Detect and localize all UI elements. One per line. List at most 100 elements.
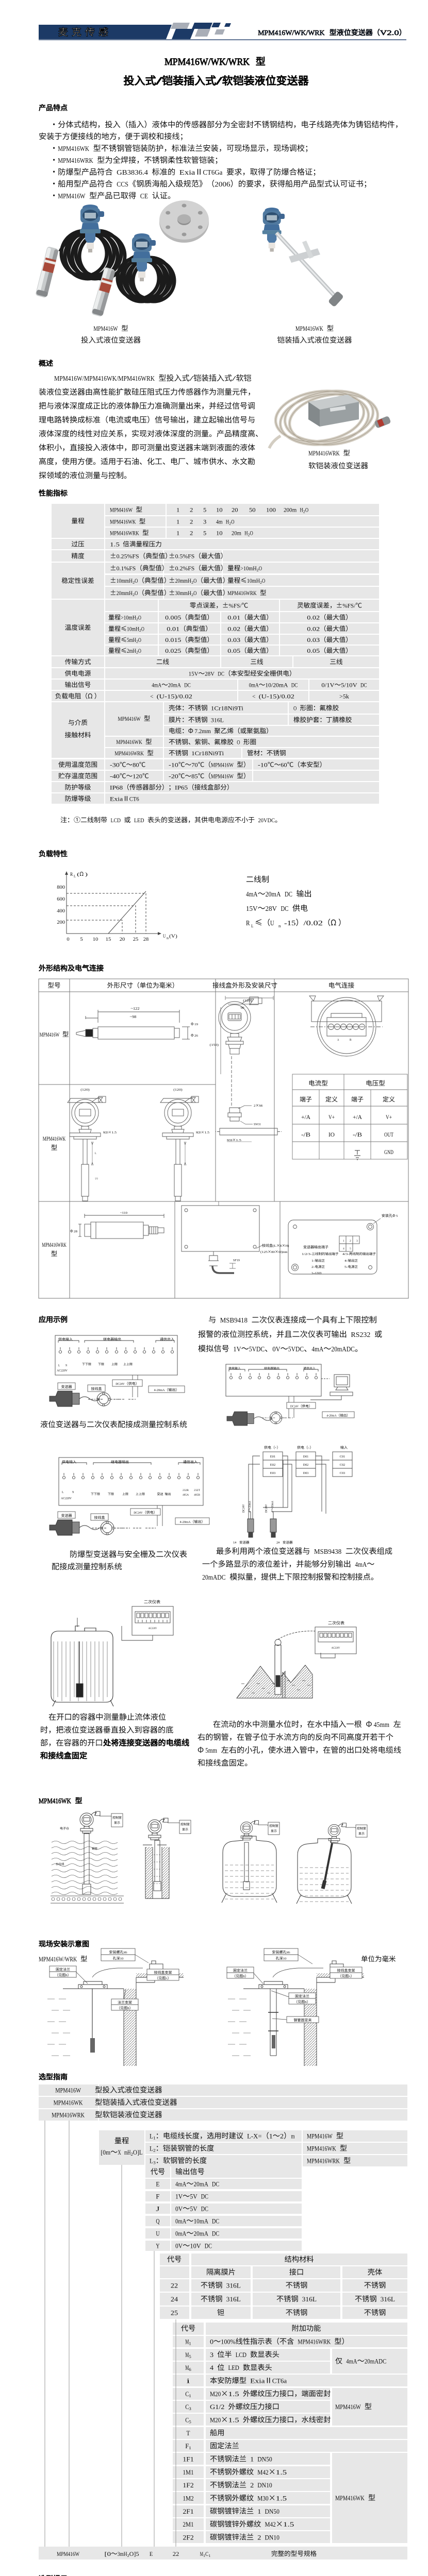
svg-text:%FS/: %FS/: [228, 603, 242, 609]
svg-text:-20: -20: [169, 773, 178, 780]
svg-text:15: 15: [106, 937, 111, 942]
svg-text:2: 2: [190, 530, 193, 537]
svg-text:1.5: 1.5: [283, 2520, 294, 2528]
svg-text:MPM416WRK: MPM416WRK: [298, 2338, 331, 2346]
svg-text:232R: 232R: [183, 1489, 189, 1492]
svg-text:M: M: [185, 2364, 189, 2371]
svg-text:0.5%FS: 0.5%FS: [175, 553, 195, 560]
svg-text:4mA: 4mA: [346, 2358, 357, 2365]
svg-text:1V: 1V: [175, 2193, 183, 2200]
svg-text:(: (: [77, 872, 79, 877]
svg-text:MPM416WK: MPM416WK: [295, 325, 323, 332]
svg-text:1/2/3-: 1/2/3-: [302, 1253, 312, 1256]
svg-text:4: 4: [249, 1511, 252, 1513]
svg-text:MPM416W/WK/WRK: MPM416W/WK/WRK: [164, 57, 250, 67]
svg-text:3: 3: [203, 519, 207, 526]
svg-text:4-20mA: 4-20mA: [154, 1388, 165, 1392]
svg-text:2F2: 2F2: [183, 2533, 193, 2541]
svg-text:2: 2: [303, 509, 305, 514]
svg-text:MPM416W: MPM416W: [55, 2087, 81, 2094]
svg-text:20: 20: [120, 937, 125, 942]
svg-text:2: 2: [136, 617, 138, 621]
svg-text:B: B: [243, 1975, 245, 1978]
svg-text:DN10: DN10: [257, 2481, 272, 2489]
svg-text:/: /: [216, 75, 222, 87]
svg-text:O: O: [141, 626, 144, 633]
svg-text:LED: LED: [228, 2364, 239, 2371]
svg-text:DC: DC: [281, 905, 289, 912]
svg-text:5mm: 5mm: [205, 1747, 217, 1755]
svg-text:Q: Q: [156, 2217, 160, 2225]
svg-text:DC: DC: [212, 2217, 219, 2225]
svg-text:1: 1: [176, 519, 180, 526]
svg-text:(U-15)/0.02: (U-15)/0.02: [157, 693, 193, 700]
svg-text:L: L: [62, 1490, 64, 1494]
svg-text:M30: M30: [257, 2495, 269, 2502]
svg-text:1#: 1#: [233, 1541, 237, 1545]
svg-text:H: H: [300, 507, 304, 514]
svg-text:O: O: [237, 739, 240, 746]
svg-text:0/1V: 0/1V: [321, 682, 335, 689]
svg-text:DC: DC: [201, 2193, 208, 2200]
svg-text:0.02: 0.02: [227, 626, 240, 633]
svg-text:MPM416WRK: MPM416WRK: [110, 530, 139, 537]
svg-text:MPM416W: MPM416W: [93, 325, 118, 332]
svg-text:DC24V: DC24V: [116, 1382, 125, 1386]
svg-text:316L: 316L: [302, 2295, 317, 2303]
svg-text:DC24V: DC24V: [134, 1511, 143, 1515]
svg-text:MPM416WK: MPM416WK: [110, 519, 136, 526]
svg-text:(125: (125: [260, 1250, 268, 1254]
svg-text:0.005: 0.005: [165, 615, 182, 621]
svg-text:3--GND: 3--GND: [311, 1272, 322, 1275]
svg-text:X: X: [118, 2148, 121, 2156]
svg-text:MPM416W: MPM416W: [40, 1031, 60, 1038]
svg-text:1Cr18Ni9Ti: 1Cr18Ni9Ti: [211, 705, 243, 712]
svg-text:C: C: [205, 2551, 209, 2557]
svg-text:L: L: [150, 2145, 153, 2153]
svg-text:DC: DC: [184, 682, 191, 689]
svg-text:5: 5: [80, 937, 83, 942]
svg-text:AC220V: AC220V: [332, 1647, 340, 1650]
svg-text:i: i: [186, 2377, 190, 2385]
svg-text:CT6Ga: CT6Ga: [203, 169, 223, 177]
svg-text:2: 2: [153, 2148, 156, 2153]
svg-text:4mA: 4mA: [311, 1346, 323, 1353]
svg-text:485B: 485B: [194, 1494, 200, 1497]
svg-text:M30: M30: [227, 1139, 233, 1142]
svg-text:U: U: [156, 2230, 160, 2238]
svg-text:C03: C03: [340, 1471, 345, 1475]
svg-text:10: 10: [120, 1957, 124, 1961]
svg-text:DC24V: DC24V: [265, 1504, 268, 1513]
svg-text:+/A: +/A: [353, 1114, 362, 1121]
svg-text:20mA: 20mA: [271, 1501, 274, 1508]
svg-text:1: 1: [176, 507, 180, 514]
svg-text:AC220V: AC220V: [61, 1497, 72, 1500]
svg-text:0.015: 0.015: [165, 637, 182, 643]
svg-text:<: <: [150, 693, 153, 700]
svg-text:MPM416W: MPM416W: [110, 507, 133, 514]
svg-text:4: 4: [271, 1511, 274, 1513]
svg-text:4/3-: 4/3-: [342, 1253, 349, 1256]
svg-text:4: 4: [210, 2364, 214, 2371]
svg-text:MPM416W: MPM416W: [335, 2403, 361, 2411]
svg-text:H: H: [244, 530, 248, 537]
svg-text:MPM416WK: MPM416WK: [54, 2099, 83, 2107]
svg-text:20m: 20m: [232, 530, 241, 537]
svg-text:O: O: [259, 565, 262, 572]
svg-text:Exia: Exia: [179, 169, 195, 177]
svg-text:L: L: [251, 924, 254, 928]
svg-text:M42: M42: [265, 2520, 276, 2528]
svg-text:OUT: OUT: [384, 1132, 393, 1138]
svg-text:M20: M20: [196, 1131, 201, 1134]
svg-text:G1/2: G1/2: [210, 2403, 224, 2411]
svg-text:-30: -30: [110, 762, 120, 769]
svg-text:O: O: [193, 578, 196, 584]
svg-text:2: 2: [257, 568, 259, 572]
svg-text:4mA: 4mA: [246, 890, 258, 898]
svg-text:D01: D01: [303, 1455, 309, 1459]
svg-text:M20: M20: [103, 1131, 108, 1134]
svg-text:5: 5: [350, 1247, 351, 1250]
svg-text:-/B: -/B: [301, 1132, 310, 1138]
svg-text:1: 1: [208, 2553, 210, 2558]
svg-text:O: O: [138, 648, 141, 654]
